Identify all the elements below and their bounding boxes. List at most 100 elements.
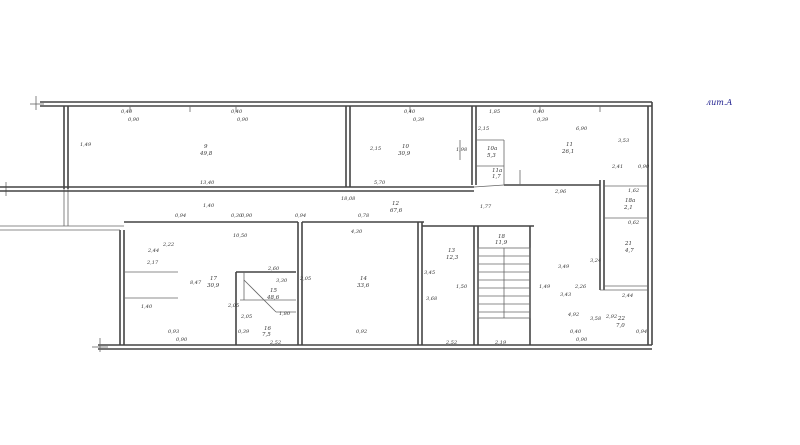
dimension: 0,90 <box>237 117 249 123</box>
room-17-number: 17 <box>210 276 217 282</box>
dimension: 2,15 <box>477 126 489 132</box>
dimension: 18,08 <box>341 196 355 202</box>
dimension: 2,52 <box>269 340 281 346</box>
dimension: 3,30 <box>276 278 288 284</box>
dimension: 0,40 <box>121 109 133 115</box>
room-12-number: 12 <box>392 201 399 207</box>
room-9-number: 9 <box>204 144 208 150</box>
dimension: 10,50 <box>233 233 248 239</box>
room-21-number: 21 <box>624 241 632 247</box>
room-14-area: 33,6 <box>357 283 370 289</box>
dimension: 0,94 <box>636 329 647 335</box>
dimension: 2,15 <box>369 146 381 152</box>
room-11-number: 11 <box>566 142 573 148</box>
dimension: 1,40 <box>141 304 153 310</box>
dimension: 0,94 <box>295 213 306 219</box>
room-11-area: 26,1 <box>561 149 574 155</box>
dimension: 2,19 <box>494 340 507 346</box>
dimension: 8,47 <box>190 280 202 286</box>
dimension: 0,90 <box>176 337 188 343</box>
dimension: 3,68 <box>426 296 437 302</box>
dimension: 2,05 <box>240 314 252 320</box>
room-11a-area: 1,7 <box>492 174 501 180</box>
dimension: 2,96 <box>554 189 567 195</box>
dimension: 13,40 <box>200 180 215 186</box>
dimension: 4,92 <box>567 312 579 318</box>
dimension: 3,49 <box>558 264 570 270</box>
dimension: 0,40 <box>533 109 545 115</box>
dimension: 1,50 <box>456 284 468 290</box>
dimension: 0,90 <box>241 213 253 219</box>
room-16-area: 7,5 <box>262 332 271 338</box>
dimension: 3,53 <box>618 138 629 144</box>
dimension: 0,90 <box>638 164 650 170</box>
dimension: 6,90 <box>576 126 588 132</box>
dimension: 1,85 <box>489 109 500 115</box>
dimension: 2,05 <box>227 303 239 309</box>
dimension: 1,77 <box>480 204 492 210</box>
dimension: 0,39 <box>537 117 549 123</box>
room-11a-number: 11а <box>492 168 502 174</box>
dimension: 1,98 <box>456 147 467 153</box>
dimension: 3,45 <box>424 270 435 276</box>
dimension: 0,78 <box>358 213 369 219</box>
room-13-number: 13 <box>448 248 455 254</box>
liter-label: лит.А <box>706 98 732 107</box>
dimension: 0,30 <box>231 213 243 219</box>
dimension: 2,41 <box>611 164 623 170</box>
dimension: 3,24 <box>590 258 601 264</box>
room-17-area: 30,9 <box>207 283 220 289</box>
dimension: 4,30 <box>350 229 363 235</box>
room-18a-area: 2,1 <box>623 205 633 211</box>
dimension: 0,62 <box>628 220 639 226</box>
room-18a-number: 18а <box>625 198 635 204</box>
lower-partitions <box>124 180 648 345</box>
dimension: 2,52 <box>445 340 457 346</box>
upper-partitions <box>129 106 601 187</box>
dimension: 0,93 <box>168 329 179 335</box>
dimension: 1,40 <box>203 203 215 209</box>
corridor-walls <box>0 184 600 192</box>
room-15-number: 15 <box>270 288 277 294</box>
room-15-area: 48,6 <box>266 295 280 301</box>
dimension: 1,49 <box>539 284 551 290</box>
dimension: 1,62 <box>628 188 639 194</box>
dimension: 0,40 <box>404 109 416 115</box>
room-13-area: 12,3 <box>446 255 459 261</box>
dimension-labels: 0,40 0,90 0,40 0,90 0,40 0,39 1,85 0,40 … <box>80 109 650 346</box>
dimension: 2,26 <box>574 284 587 290</box>
room-22-area: 7,0 <box>616 323 625 329</box>
dimension: 2,22 <box>162 242 174 248</box>
dimension: 3,43 <box>560 292 571 298</box>
dimension: 2,44 <box>147 248 159 254</box>
room-9-area: 49,8 <box>199 151 213 157</box>
room-22-number: 22 <box>617 316 625 322</box>
room-10a-area: 5,3 <box>487 153 496 159</box>
dimension: 0,90 <box>576 337 588 343</box>
room-14-number: 14 <box>360 276 367 282</box>
dimension: 1,80 <box>279 311 291 317</box>
room-10a-number: 10а <box>487 146 497 152</box>
dimension: 0,39 <box>238 329 250 335</box>
dimension: 0,39 <box>413 117 425 123</box>
room-16-number: 16 <box>264 326 271 332</box>
room-12-area: 67,6 <box>390 208 403 214</box>
dimension: 0,40 <box>570 329 582 335</box>
dimension: 0,40 <box>231 109 243 115</box>
room-18-number: 18 <box>498 234 505 240</box>
dimension: 0,94 <box>175 213 186 219</box>
room-labels: 9 49,8 10 30,9 11 26,1 10а 5,3 11а 1,7 1… <box>199 142 635 338</box>
room-18-area: 11,9 <box>495 240 508 246</box>
room-21-area: 4,7 <box>624 248 634 254</box>
dimension: 2,44 <box>621 293 633 299</box>
dimension: 5,70 <box>374 180 386 186</box>
dimension: 2,17 <box>146 260 159 266</box>
dimension: 2,05 <box>299 276 311 282</box>
dimension: 3,58 <box>590 316 601 322</box>
outer-walls <box>0 96 653 352</box>
dimension: 2,60 <box>267 266 280 272</box>
dimension: 0,92 <box>356 329 367 335</box>
room-10-area: 30,9 <box>398 151 411 157</box>
dimension: 1,49 <box>80 142 92 148</box>
